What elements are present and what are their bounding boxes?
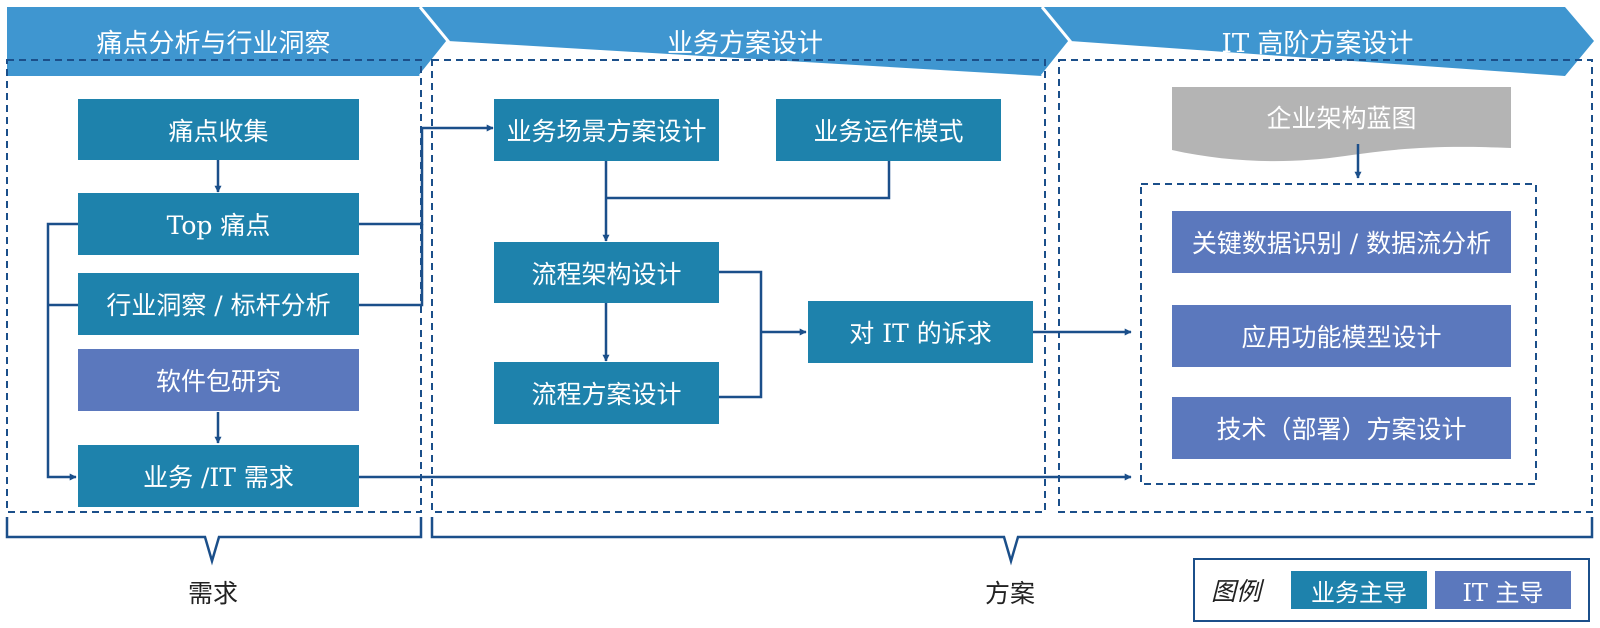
legend-business-led: 业务主导 — [1291, 571, 1427, 609]
phase-region-3 — [1058, 59, 1593, 513]
box-operation-model: 业务运作模式 — [776, 99, 1001, 161]
blueprint-shape — [1172, 87, 1511, 162]
box-pain-collect: 痛点收集 — [78, 99, 359, 160]
box-it-demand: 对 IT 的诉求 — [808, 301, 1033, 363]
box-scenario-design: 业务场景方案设计 — [494, 99, 719, 161]
box-tech-plan: 技术（部署）方案设计 — [1172, 397, 1511, 459]
arrow-top-to-scenario — [359, 124, 494, 226]
box-app-model: 应用功能模型设计 — [1172, 305, 1511, 367]
chevron-divider-1 — [418, 6, 450, 77]
brace-solution — [430, 517, 1594, 566]
line-operation-down — [606, 160, 891, 200]
it-design-group — [1140, 183, 1537, 485]
box-industry-insight: 行业洞察 / 标杆分析 — [78, 273, 359, 335]
chevron-divider-2 — [1040, 6, 1072, 77]
phase-chevron-2 — [420, 7, 1070, 76]
box-enterprise-blueprint: 企业架构蓝图 — [1266, 104, 1417, 133]
line-industry-to-scenario — [359, 224, 424, 307]
brace-label-demand: 需求 — [188, 579, 239, 608]
brace-demand — [5, 517, 423, 566]
legend: 图例 业务主导 IT 主导 — [1193, 558, 1590, 622]
brace-label-solution: 方案 — [985, 579, 1036, 608]
legend-title: 图例 — [1211, 577, 1262, 606]
box-requirements: 业务 /IT 需求 — [78, 445, 359, 507]
box-key-data: 关键数据识别 / 数据流分析 — [1172, 211, 1511, 273]
box-process-architecture: 流程架构设计 — [494, 242, 719, 303]
phase-chevron-3 — [1042, 7, 1594, 76]
phase-region-2 — [431, 59, 1046, 513]
phase-label-pain-analysis: 痛点分析与行业洞察 — [96, 29, 331, 59]
line-arch-right — [719, 270, 763, 399]
phase-label-business-design: 业务方案设计 — [666, 29, 823, 59]
phase-label-it-design: IT 高阶方案设计 — [1221, 29, 1414, 59]
phase-chevron-1 — [7, 7, 448, 76]
box-software-research: 软件包研究 — [78, 349, 359, 411]
box-top-pain: Top 痛点 — [78, 193, 359, 255]
legend-it-led: IT 主导 — [1435, 571, 1571, 609]
box-process-plan: 流程方案设计 — [494, 362, 719, 424]
line-left-bracket — [46, 222, 78, 481]
